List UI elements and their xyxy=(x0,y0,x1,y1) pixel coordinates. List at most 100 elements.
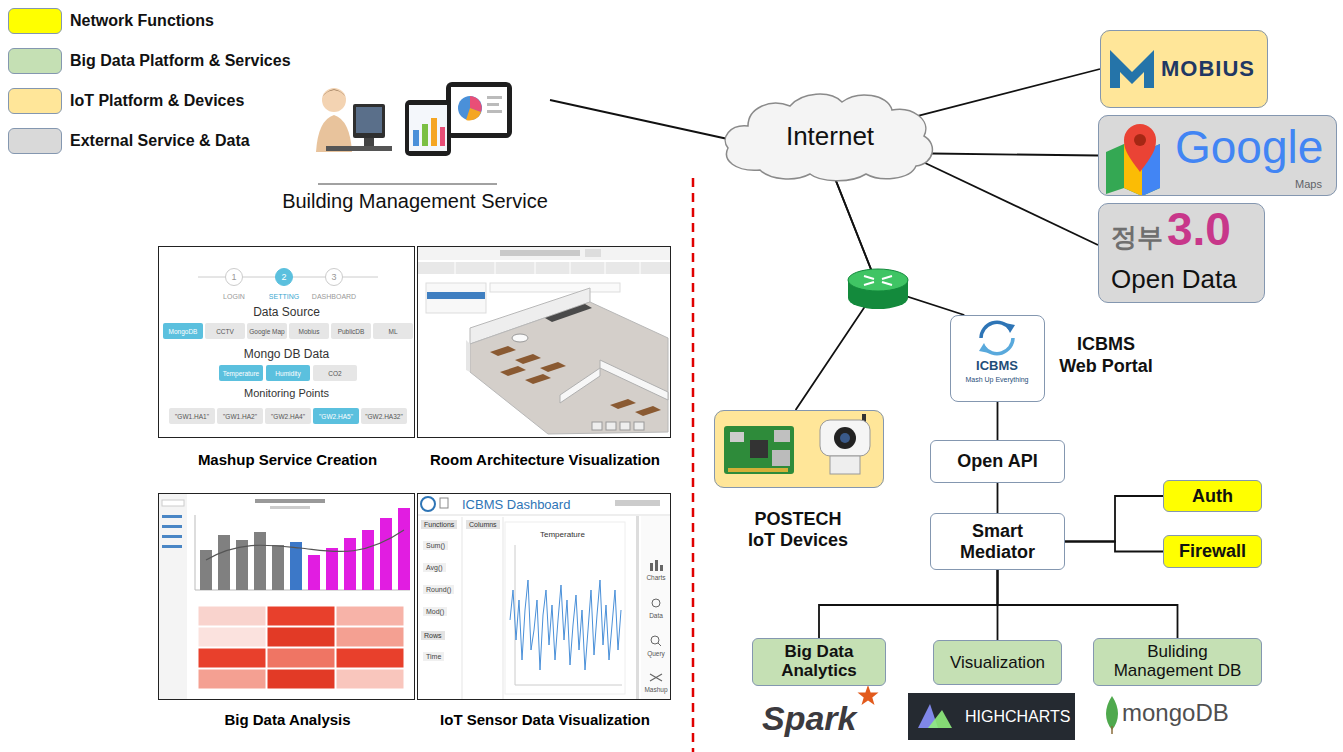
analysis-screenshot xyxy=(380,518,392,590)
node-label: POSTECH IoT Devices xyxy=(742,509,854,550)
box-fills xyxy=(908,693,1075,740)
room-screenshot xyxy=(635,406,661,416)
option-button: "GW2.HA5" xyxy=(313,408,359,424)
connector xyxy=(997,483,999,513)
node-label: Columns xyxy=(466,520,500,529)
node-label: 2 xyxy=(281,272,286,282)
node-label: Data Source xyxy=(159,305,414,319)
node-label: Query xyxy=(642,650,670,657)
analysis-screenshot xyxy=(162,535,182,538)
node-label: Maps xyxy=(1295,178,1322,190)
node-label: Open API xyxy=(957,451,1037,472)
function-box: Firewall xyxy=(1163,535,1262,568)
analysis-screenshot xyxy=(290,542,302,590)
box-fills xyxy=(1098,115,1337,196)
analysis-screenshot xyxy=(362,530,374,590)
dashboard-screenshot xyxy=(655,560,658,571)
node-label: Mashup Service Creation xyxy=(139,451,436,468)
analysis-screenshot xyxy=(195,515,196,590)
node-label: "GW2.HA32" xyxy=(365,413,403,420)
tablet-illustration xyxy=(409,105,447,151)
connector xyxy=(836,181,964,315)
option-button: Google Map xyxy=(247,323,287,339)
analysis-screenshot xyxy=(255,499,325,503)
dashboard-screenshot xyxy=(658,643,661,646)
tablet-illustration xyxy=(422,124,428,146)
analysis-screenshot xyxy=(336,669,404,689)
room-screenshot xyxy=(455,262,640,274)
tablet-illustration xyxy=(405,82,512,156)
option-button: Temperature xyxy=(219,365,263,381)
connector xyxy=(998,570,1178,638)
analysis-screenshot xyxy=(267,648,335,668)
raspberry-pi-picture xyxy=(728,468,788,472)
analysis-screenshot xyxy=(344,538,356,590)
router-icon xyxy=(848,269,908,309)
option-button: "GW2.HA32" xyxy=(361,408,407,424)
connector xyxy=(550,100,726,139)
dashboard-screenshot xyxy=(417,493,671,700)
router-icon xyxy=(864,276,892,285)
caption-rule xyxy=(318,184,497,185)
service-box: Big Data Analytics xyxy=(752,638,886,686)
node-label: Humidity xyxy=(275,370,300,377)
highcharts-icon xyxy=(918,704,952,728)
dashboard-screenshot xyxy=(615,500,660,506)
node-label: "GW1.HA2" xyxy=(223,413,257,420)
node-label: ICBMS Dashboard xyxy=(462,497,570,512)
mashup-screenshot xyxy=(158,246,415,438)
node-label: 1 xyxy=(231,272,236,282)
maps-logo xyxy=(1124,124,1156,172)
dashboard-screenshot xyxy=(462,517,463,699)
cloud-shape: Internet xyxy=(720,90,940,182)
dashboard-screenshot xyxy=(440,498,448,508)
node-label: Mobius xyxy=(299,328,320,335)
user-illustration xyxy=(326,146,392,151)
connector xyxy=(918,69,1100,116)
mobius-logo xyxy=(1110,50,1154,88)
node-label: Smart Mediator xyxy=(943,521,1052,562)
analysis-screenshot xyxy=(198,648,266,668)
step-circle: 3 xyxy=(325,268,343,286)
node-label: HIGHCHARTS xyxy=(965,708,1071,726)
option-button: "GW1.HA1" xyxy=(169,408,215,424)
node-label: Charts xyxy=(642,574,670,581)
camera-picture xyxy=(820,420,870,456)
node-label: CO2 xyxy=(328,370,341,377)
node-label: Firewall xyxy=(1179,541,1246,562)
node-label: Rows xyxy=(421,631,445,640)
room-screenshot xyxy=(427,292,485,299)
tablet-illustration xyxy=(466,108,481,121)
option-button: Humidity xyxy=(266,365,310,381)
connector xyxy=(1065,496,1163,542)
camera-picture xyxy=(820,414,870,474)
node-label: Sum() xyxy=(423,541,448,550)
process-box: Open API xyxy=(930,440,1065,483)
node-label: Auth xyxy=(1192,486,1233,507)
box-fills xyxy=(714,30,1337,740)
analysis-screenshot xyxy=(336,627,404,647)
node-label: Temperature xyxy=(540,530,585,539)
node-label: Mash Up Everything xyxy=(951,376,1043,383)
analysis-screenshot xyxy=(254,532,266,590)
analysis-screenshot xyxy=(162,525,182,528)
node-label: MOBIUS xyxy=(1161,56,1255,82)
user-illustration xyxy=(322,90,346,98)
node-label: 정부 xyxy=(1111,220,1163,255)
node-label: Open Data xyxy=(1111,264,1237,295)
analysis-screenshot xyxy=(267,627,335,647)
tablet-illustration xyxy=(446,82,512,138)
tablet-illustration xyxy=(431,118,437,146)
analysis-screenshot xyxy=(162,515,182,518)
analysis-screenshot xyxy=(398,508,410,590)
node-label: Internet xyxy=(786,121,874,152)
analysis-screenshot xyxy=(272,545,284,590)
dashboard-screenshot xyxy=(515,685,622,686)
room-screenshot xyxy=(500,366,526,376)
analysis-screenshot xyxy=(336,606,404,626)
node-label: Buliding Management DB xyxy=(1108,643,1247,680)
node-label: Temperature xyxy=(223,370,260,377)
analysis-screenshot xyxy=(158,493,415,700)
room-screenshot xyxy=(417,246,671,438)
node-label: Google xyxy=(1175,122,1323,173)
